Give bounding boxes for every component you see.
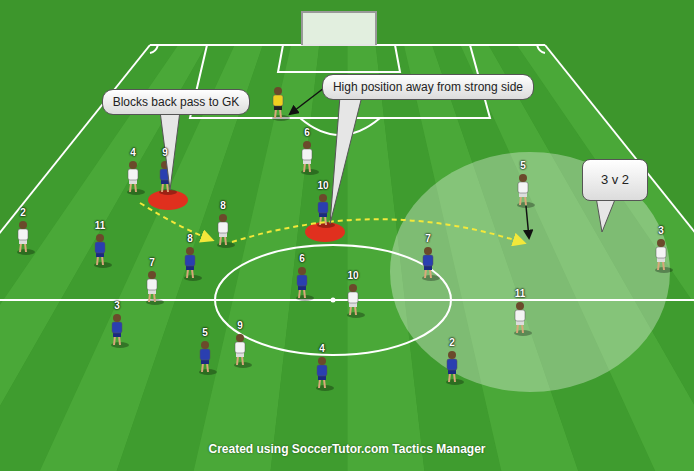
player-number: 3 xyxy=(658,225,664,237)
player-number: 7 xyxy=(425,233,431,245)
player-figure xyxy=(234,334,252,368)
run-arrow xyxy=(290,88,324,114)
player-figure xyxy=(316,357,334,391)
player-figure xyxy=(146,271,164,305)
speech-bubble: 3 v 2 xyxy=(582,159,648,201)
player-number: 2 xyxy=(449,337,455,349)
player-number: 7 xyxy=(149,257,155,269)
player-figure xyxy=(94,234,112,268)
player-number: 4 xyxy=(130,147,136,159)
player-figure xyxy=(296,267,314,301)
player-figure xyxy=(111,314,129,348)
player-figure xyxy=(514,302,532,336)
player-figure xyxy=(517,174,535,208)
marking-spot xyxy=(148,190,188,210)
goal xyxy=(302,12,376,45)
player-figure xyxy=(199,341,217,375)
run-arrow xyxy=(526,206,529,238)
callout-box: Blocks back pass to GK xyxy=(102,89,251,115)
callout-box: High position away from strong side xyxy=(322,74,534,100)
callout-text: High position away from strong side xyxy=(333,80,523,94)
callout-text: 3 v 2 xyxy=(601,173,629,187)
player-number: 5 xyxy=(520,160,526,172)
pitch-stripe xyxy=(271,45,348,471)
player-number: 10 xyxy=(347,270,358,282)
player-number: 2 xyxy=(20,207,26,219)
player-number: 6 xyxy=(304,127,310,139)
callout-pointer xyxy=(330,96,362,224)
player-number: 6 xyxy=(299,253,305,265)
callout-text: Blocks back pass to GK xyxy=(113,95,240,109)
player-figure xyxy=(655,239,673,273)
player-number: 3 xyxy=(114,300,120,312)
player-number: 10 xyxy=(317,180,328,192)
player-figure xyxy=(422,247,440,281)
player-number: 8 xyxy=(220,200,226,212)
overload-zone xyxy=(390,152,670,392)
player-figure xyxy=(446,351,464,385)
pass-arrow xyxy=(232,219,524,243)
callout-pointer xyxy=(596,197,616,232)
player-number: 11 xyxy=(95,220,106,232)
player-figure xyxy=(184,247,202,281)
player-figure xyxy=(301,141,319,175)
player-number: 4 xyxy=(319,343,325,355)
player-figure xyxy=(272,87,290,121)
player-number: 9 xyxy=(162,147,168,159)
player-number: 5 xyxy=(202,327,208,339)
player-number: 8 xyxy=(187,233,193,245)
player-figure xyxy=(127,161,145,195)
player-figure xyxy=(17,221,35,255)
pass-arrow xyxy=(140,203,212,240)
player-figure xyxy=(347,284,365,318)
player-number: 11 xyxy=(515,288,526,300)
credit-caption: Created using SoccerTutor.com Tactics Ma… xyxy=(0,442,694,456)
callout-pointer xyxy=(160,111,180,190)
player-number: 9 xyxy=(237,320,243,332)
